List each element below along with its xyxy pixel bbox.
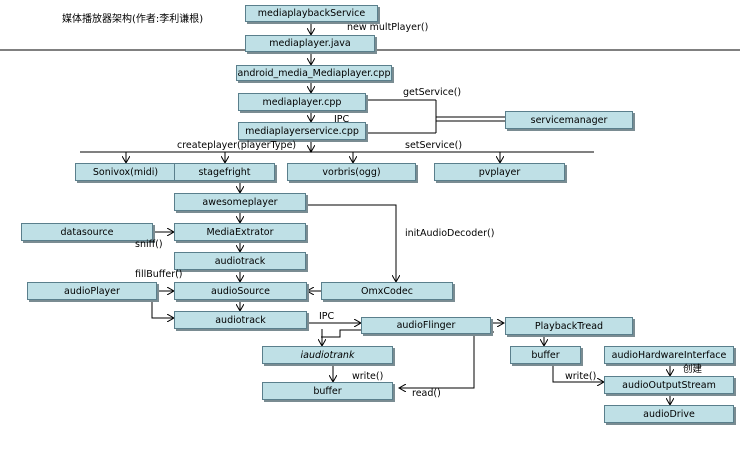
mediaplayer-java-box: mediaplayer.java xyxy=(245,35,375,52)
ipc-top-label: IPC xyxy=(334,114,350,125)
sonivox-box: Sonivox(midi) xyxy=(75,163,176,181)
playbacktread-box: PlaybackTread xyxy=(505,317,633,335)
ipc-bottom-label: IPC xyxy=(319,311,335,322)
audiotrack-ipc-box: audiotrack xyxy=(174,311,307,329)
omxcodec-box: OmxCodec xyxy=(321,282,453,300)
mediaextrator-box: MediaExtrator xyxy=(174,223,306,241)
mediaplayerservice-cpp-box: mediaplayerservice.cpp xyxy=(238,122,366,140)
audioflinger-box: audioFlinger xyxy=(361,317,491,334)
buffer-right-box: buffer xyxy=(510,346,581,364)
write-right-label: write() xyxy=(565,371,597,382)
fillbuffer-label: fillBuffer() xyxy=(135,269,183,280)
getservice-label: getService() xyxy=(403,87,462,98)
audiooutputstream-box: audioOutputStream xyxy=(604,376,734,394)
android-media-mediaplayer-cpp-box: android_media_Mediaplayer.cpp xyxy=(236,65,392,81)
awesomeplayer-box: awesomeplayer xyxy=(174,193,306,211)
write-left-label: write() xyxy=(352,371,384,382)
datasource-box: datasource xyxy=(21,223,153,241)
setservice-label: setService() xyxy=(405,140,463,151)
sniff-label: sniff() xyxy=(135,239,163,250)
createplayer-label: createplayer(playerType) xyxy=(177,140,297,151)
vorbris-box: vorbris(ogg) xyxy=(287,163,416,181)
mediaplayer-cpp-box: mediaplayer.cpp xyxy=(238,93,366,111)
iaudiotrank-box: iaudiotrank xyxy=(262,346,393,364)
audiohardwareinterface-box: audioHardwareInterface xyxy=(604,346,734,364)
new-multplayer-label: new multPlayer() xyxy=(347,22,429,33)
chuangjian-label: 创建 xyxy=(683,364,703,375)
initaudiodecoder-label: initAudioDecoder() xyxy=(405,228,495,239)
audiodrive-box: audioDrive xyxy=(604,405,734,423)
audiosource-box: audioSource xyxy=(174,282,307,300)
read-label: read() xyxy=(412,388,441,399)
diagram-title: 媒体播放器架构(作者:李利谦根) xyxy=(62,14,204,25)
audiotrack-box: audiotrack xyxy=(174,252,306,270)
mediaplaybackservice-box: mediaplaybackService xyxy=(245,5,378,22)
pvplayer-box: pvplayer xyxy=(434,163,565,181)
audioplayer-box: audioPlayer xyxy=(27,282,157,300)
stagefright-box: stagefright xyxy=(174,163,275,181)
servicemanager-box: servicemanager xyxy=(505,111,633,129)
buffer-left-box: buffer xyxy=(262,382,393,400)
